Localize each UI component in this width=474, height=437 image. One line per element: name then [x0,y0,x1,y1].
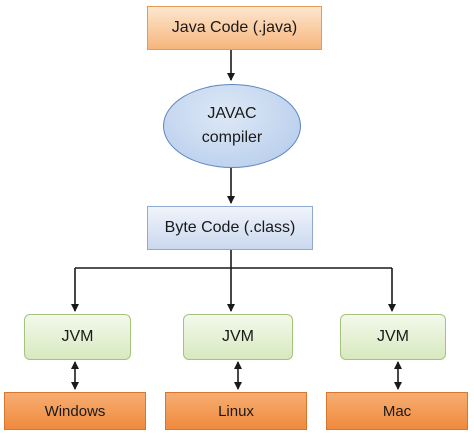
javac-compiler-ellipse: JAVAC compiler [163,84,301,168]
compiler-line-2: compiler [201,129,263,146]
java-code-label: Java Code (.java) [171,19,298,36]
jvm-box-mac: JVM [340,314,446,360]
jvm-box-windows: JVM [24,314,131,360]
platform-label: Linux [218,402,254,420]
jvm-label: JVM [377,328,409,345]
byte-code-box: Byte Code (.class) [147,206,313,250]
platform-box-linux: Linux [165,392,307,430]
byte-code-label: Byte Code (.class) [164,219,296,236]
platform-box-windows: Windows [4,392,146,430]
platform-label: Windows [44,402,106,420]
platform-label: Mac [382,402,412,420]
platform-box-mac: Mac [326,392,468,430]
compiler-line-1: JAVAC [207,105,257,122]
java-code-box: Java Code (.java) [147,6,322,50]
jvm-label: JVM [222,328,254,345]
jvm-box-linux: JVM [183,314,293,360]
jvm-label: JVM [61,328,94,345]
